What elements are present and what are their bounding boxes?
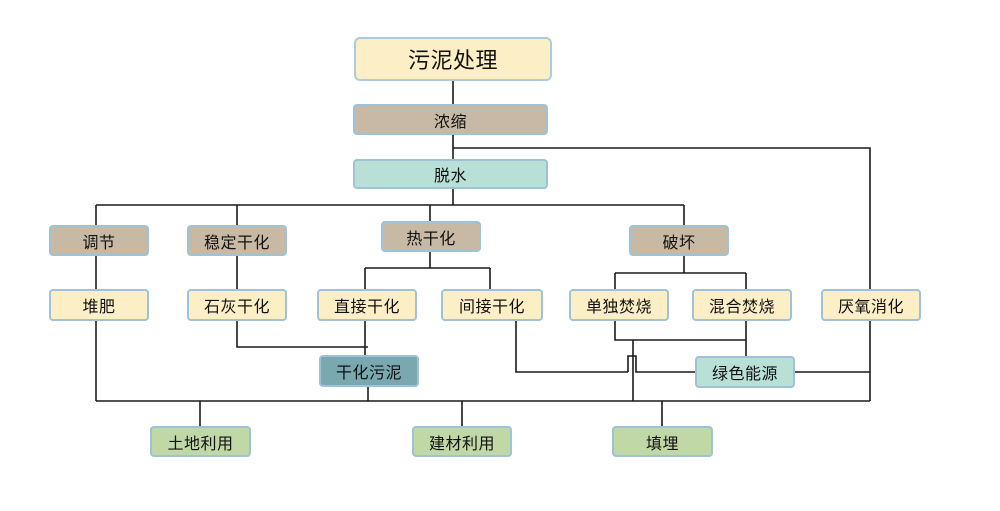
node-co-incineration: 混合焚烧: [692, 289, 792, 321]
node-stabilize-dry: 稳定干化: [187, 225, 287, 256]
node-land-use: 土地利用: [150, 426, 251, 457]
node-dried-sludge: 干化污泥: [319, 355, 419, 387]
node-direct-dry: 直接干化: [317, 289, 417, 321]
node-green-energy: 绿色能源: [695, 356, 795, 388]
node-condition: 调节: [49, 225, 149, 256]
root-node-sludge-treatment: 污泥处理: [354, 37, 552, 81]
node-lime-dry: 石灰干化: [187, 289, 287, 321]
node-anaerobic-digestion: 厌氧消化: [821, 289, 921, 321]
node-compost: 堆肥: [49, 289, 149, 321]
node-landfill: 填埋: [612, 426, 713, 457]
node-indirect-dry: 间接干化: [441, 289, 543, 321]
node-thicken: 浓缩: [353, 104, 548, 135]
node-mono-incineration: 单独焚烧: [569, 289, 669, 321]
node-thermal-dry: 热干化: [381, 221, 481, 252]
node-incinerate: 破坏: [629, 225, 729, 256]
node-building-material-use: 建材利用: [412, 426, 512, 457]
node-dewater: 脱水: [353, 159, 548, 189]
